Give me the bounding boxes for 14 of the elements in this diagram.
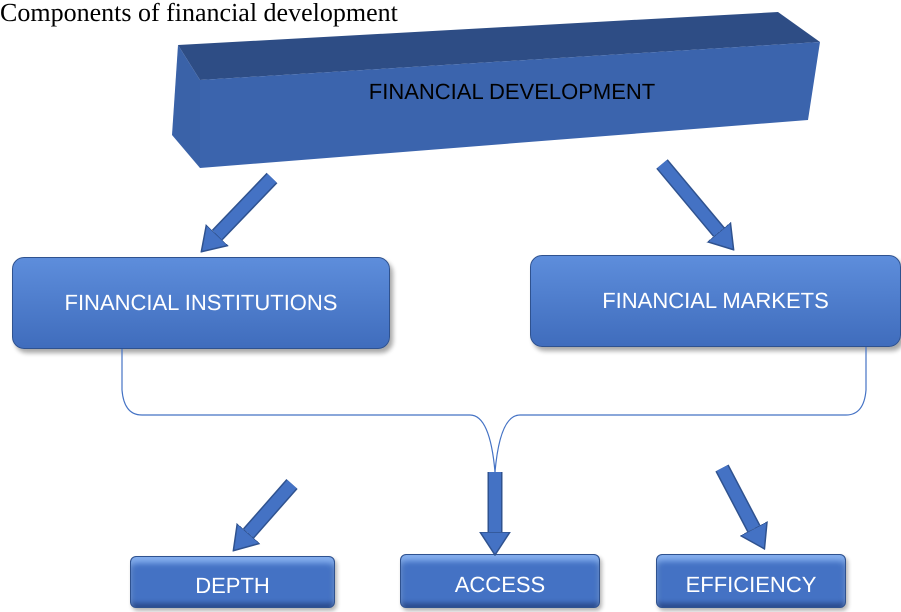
bevel-box: [656, 554, 846, 608]
bevel-box: [130, 556, 335, 608]
node-label: DEPTH: [195, 572, 270, 600]
node-label: FINANCIAL INSTITUTIONS: [64, 289, 338, 317]
node-label: FINANCIAL MARKETS: [602, 287, 829, 315]
process-box: [12, 257, 390, 349]
process-box: [530, 255, 901, 347]
brace-line: [494, 347, 867, 472]
bevel-box: [400, 554, 600, 608]
brace-line: [121, 349, 496, 472]
title: Components of financial development: [0, 0, 398, 26]
node-label: EFFICIENCY: [686, 571, 816, 599]
node-label: FINANCIAL DEVELOPMENT: [368, 78, 656, 106]
node-label: ACCESS: [454, 571, 546, 599]
